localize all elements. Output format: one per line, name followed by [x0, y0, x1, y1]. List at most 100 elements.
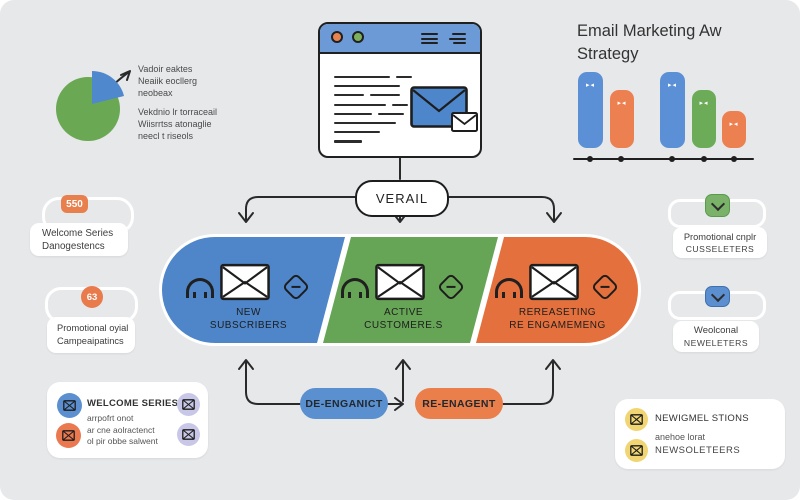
- lavender-envelope-circle: [177, 393, 200, 416]
- bar-4: ▸◂: [692, 90, 716, 148]
- pie-label-line: neecl t riseols: [138, 131, 194, 141]
- bar-marker-icon: ▸◂: [729, 121, 739, 128]
- axis-dot: [701, 156, 707, 162]
- stat-card-line: Welcome Series: [42, 228, 114, 239]
- menu-icon: [449, 33, 466, 47]
- pie-label-line: neobeax: [138, 88, 173, 98]
- blue-envelope-circle: [57, 393, 82, 418]
- envelope-icon: [220, 263, 270, 301]
- right-card-line: CUSSELETERS: [685, 244, 755, 254]
- legend-right-row2b: NEWSOLETEERS: [655, 445, 741, 456]
- source-label-pill: VERAIL: [355, 180, 449, 217]
- bar-1: ▸◂: [578, 72, 603, 148]
- envelope-mini-icon: [630, 445, 643, 456]
- legend-right-row1: NEWIGMEL STIONS: [655, 413, 749, 424]
- segment-label-line: SUBSCRIBERS: [209, 319, 288, 331]
- right-pill-2: [668, 286, 766, 320]
- segment-label: ACTIVE CUSTOMERE.S: [331, 307, 476, 332]
- chart-title-line-2: Strategy: [577, 45, 639, 63]
- right-card-line: NEWELETERS: [683, 338, 749, 348]
- segment-label-line: ACTIVE: [383, 307, 424, 318]
- envelope-mini-icon: [182, 429, 195, 440]
- stat-card-line: Danogestencs: [42, 241, 105, 252]
- bar-3: ▸◂: [660, 72, 685, 148]
- yellow-envelope-circle: [625, 439, 648, 462]
- browser-header: [320, 24, 480, 54]
- browser-dot-orange-icon: [331, 31, 343, 43]
- small-envelope-icon: [451, 112, 478, 132]
- chevron-down-icon: [710, 287, 725, 302]
- pie-label-block-1: Vadoir eaktes Neaiik eocllerg neobeax: [138, 63, 197, 99]
- funnel-banner: NEW SUBSCRIBERS ACTIVE CUSTOMERE.S: [159, 234, 641, 346]
- de-engage-pill: DE-ENGANICT: [300, 388, 388, 419]
- pie-chart: [56, 71, 124, 141]
- axis-dot: [587, 156, 593, 162]
- right-card-line: Weolconal: [693, 325, 739, 336]
- envelope-mini-icon: [630, 414, 643, 425]
- legend-line: arrpofrt onot: [87, 413, 134, 423]
- magnet-arch-icon: [495, 278, 523, 298]
- legend-line: ar cne aolractenct: [87, 424, 155, 435]
- right-card-1: Promotional cnplr CUSSELETERS: [673, 227, 767, 258]
- envelope-mini-icon: [182, 399, 195, 410]
- legend-title: WELCOME SERIES: [87, 398, 179, 409]
- chart-title-line-1: Email Marketing Aw: [577, 22, 722, 40]
- envelope-mini-icon: [62, 430, 75, 441]
- re-engage-label: RE-ENAGENT: [422, 397, 496, 410]
- segment-label-line: NEW: [236, 307, 261, 318]
- right-card-line: Promotional cnplr: [683, 232, 757, 242]
- segment-content-1: NEW SUBSCRIBERS: [186, 263, 311, 333]
- segment-content-2: ACTIVE CUSTOMERE.S: [341, 263, 466, 333]
- envelope-icon: [529, 263, 579, 301]
- browser-window-illustration: [318, 22, 482, 158]
- right-pill-1: [668, 194, 766, 228]
- de-engage-label: DE-ENGANICT: [305, 397, 383, 410]
- axis-dot: [731, 156, 737, 162]
- axis-dot: [669, 156, 675, 162]
- bar-5: ▸◂: [722, 111, 746, 148]
- pie-label-line: Neaiik eocllerg: [138, 76, 198, 86]
- bar-marker-icon: ▸◂: [667, 82, 678, 89]
- pie-label-line: Wiisrrtss atonaglie: [138, 119, 212, 129]
- diamond-minus-icon: [590, 272, 620, 302]
- legend-card-right: NEWIGMEL STIONS anehoe lorat NEWSOLETEER…: [615, 399, 785, 469]
- magnet-arch-icon: [341, 278, 369, 298]
- menu-icon: [421, 33, 438, 47]
- orange-envelope-circle: [56, 423, 81, 448]
- bar-chart: ▸◂ ▸◂ ▸◂ ▸◂ ▸◂: [573, 70, 758, 148]
- axis-dot: [618, 156, 624, 162]
- stat-badge-63: 63: [81, 286, 103, 308]
- legend-card-left: WELCOME SERIES arrpofrt onot ar cne aolr…: [47, 382, 208, 458]
- chevron-down-icon: [710, 196, 725, 211]
- stat-card-line: Promotional oyial: [57, 323, 129, 333]
- envelope-icon: [375, 263, 425, 301]
- source-label: VERAIL: [375, 191, 429, 206]
- segment-label: REREASETING RE ENGAMEMENG: [485, 307, 630, 332]
- browser-dot-green-icon: [352, 31, 364, 43]
- bar-2: ▸◂: [610, 90, 634, 148]
- segment-label-line: RE ENGAMEMENG: [509, 319, 606, 331]
- green-check-badge: [705, 194, 730, 217]
- stat-card-line: Campeaipatincs: [57, 336, 124, 346]
- right-card-2: Weolconal NEWELETERS: [673, 321, 759, 352]
- pie-label-line: Vadoir eaktes: [138, 64, 193, 74]
- legend-line: ol pir obbe salwent: [87, 436, 158, 446]
- diamond-minus-icon: [436, 272, 466, 302]
- bar-marker-icon: ▸◂: [617, 100, 627, 107]
- envelope-mini-icon: [63, 400, 76, 411]
- diamond-minus-icon: [281, 272, 311, 302]
- pie-label-block-2: Vekdnio lr torraceail Wiisrrtss atonagli…: [138, 106, 217, 142]
- re-engage-pill: RE-ENAGENT: [415, 388, 503, 419]
- lavender-envelope-circle: [177, 423, 200, 446]
- bar-marker-icon: ▸◂: [699, 100, 709, 107]
- pie-label-line: Vekdnio lr torraceail: [138, 107, 218, 117]
- segment-label-line: REREASETING: [518, 307, 597, 318]
- chart-title: Email Marketing Aw Strategy: [577, 20, 722, 66]
- magnet-arch-icon: [186, 278, 214, 298]
- skeleton-text-lines: [334, 76, 420, 151]
- stat-badge-550: 550: [61, 195, 88, 213]
- legend-right-row2a: anehoe lorat: [655, 432, 706, 442]
- segment-content-3: REREASETING RE ENGAMEMENG: [495, 263, 620, 333]
